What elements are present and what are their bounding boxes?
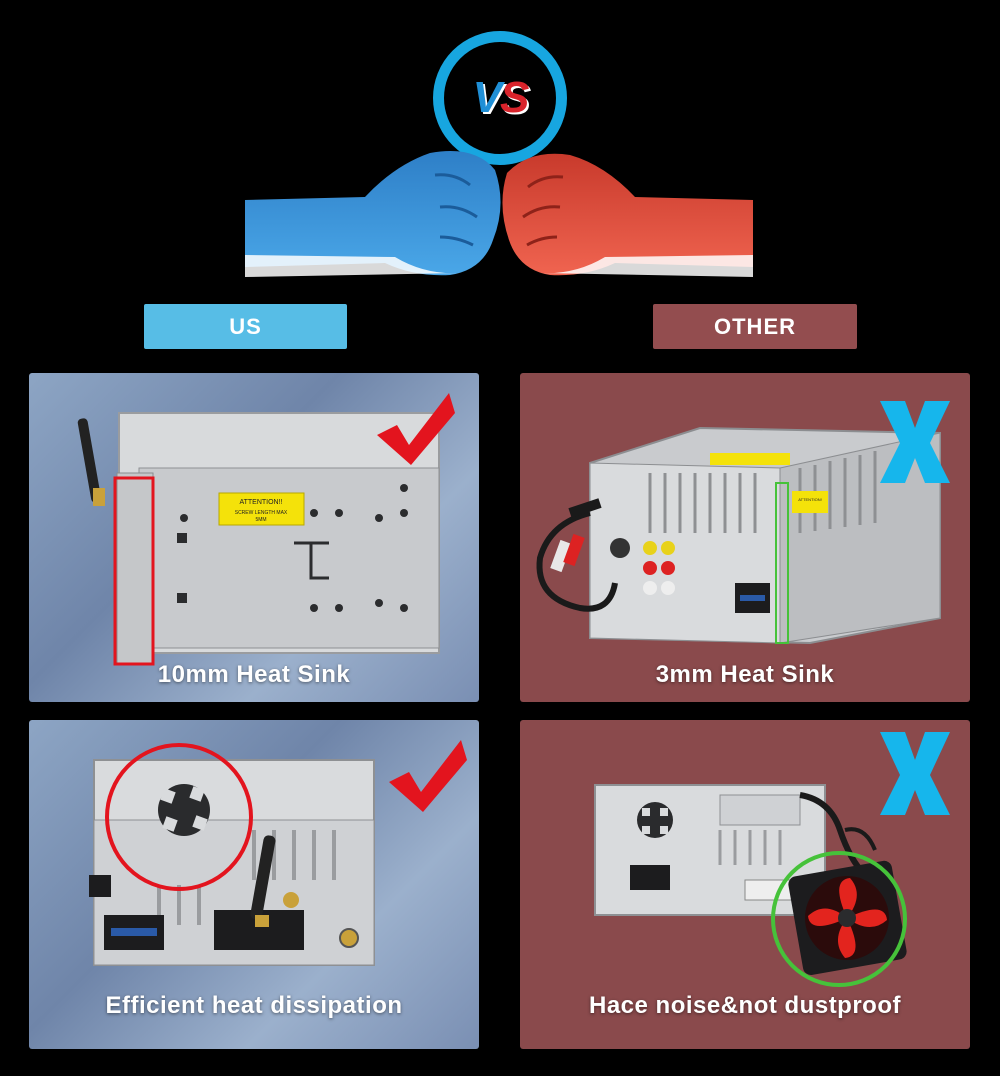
attention-text-other: ATTENTION! bbox=[798, 497, 821, 502]
us-heat-sink-panel: ATTENTION!! SCREW LENGTH MAX 5MM 10mm He… bbox=[29, 373, 479, 702]
us-dissipation-caption: Efficient heat dissipation bbox=[105, 992, 403, 1019]
us-heat-sink-caption: 10mm Heat Sink bbox=[157, 661, 351, 688]
x-mark-icon bbox=[880, 401, 950, 483]
check-mark-icon-2 bbox=[389, 740, 467, 812]
other-label: OTHER bbox=[653, 304, 857, 349]
other-fan-panel: Hace noise&not dustproof bbox=[520, 720, 970, 1049]
fist-bump-illustration bbox=[245, 151, 753, 277]
us-dissipation-panel: Efficient heat dissipation bbox=[29, 720, 479, 1049]
heat-sink-highlight-box bbox=[113, 476, 155, 666]
blue-fist bbox=[245, 151, 501, 276]
vs-letter-v: V bbox=[472, 73, 502, 122]
fan-highlight-circle bbox=[105, 743, 253, 891]
us-dissipation-image bbox=[89, 740, 467, 966]
thin-heat-sink-highlight-box bbox=[775, 482, 789, 644]
other-heat-sink-caption: 3mm Heat Sink bbox=[655, 661, 835, 688]
us-heat-sink-image: ATTENTION!! SCREW LENGTH MAX 5MM bbox=[77, 393, 455, 666]
us-label: US bbox=[144, 304, 347, 349]
x-mark-icon-2 bbox=[880, 732, 950, 815]
attention-text: ATTENTION!! bbox=[239, 499, 282, 506]
other-fan-caption: Hace noise&not dustproof bbox=[588, 992, 901, 1019]
other-heat-sink-panel: ATTENTION! 3mm Heat Sink bbox=[520, 373, 970, 702]
screw-length-value: 5MM bbox=[255, 517, 266, 523]
screw-length-text: SCREW LENGTH MAX bbox=[235, 510, 288, 516]
other-heat-sink-image: ATTENTION! bbox=[536, 401, 950, 645]
fan-highlight-circle-green bbox=[771, 851, 907, 987]
vs-letter-s: S bbox=[500, 73, 529, 122]
check-mark-icon bbox=[377, 393, 455, 465]
other-fan-image bbox=[594, 732, 950, 987]
red-fist bbox=[502, 153, 753, 276]
